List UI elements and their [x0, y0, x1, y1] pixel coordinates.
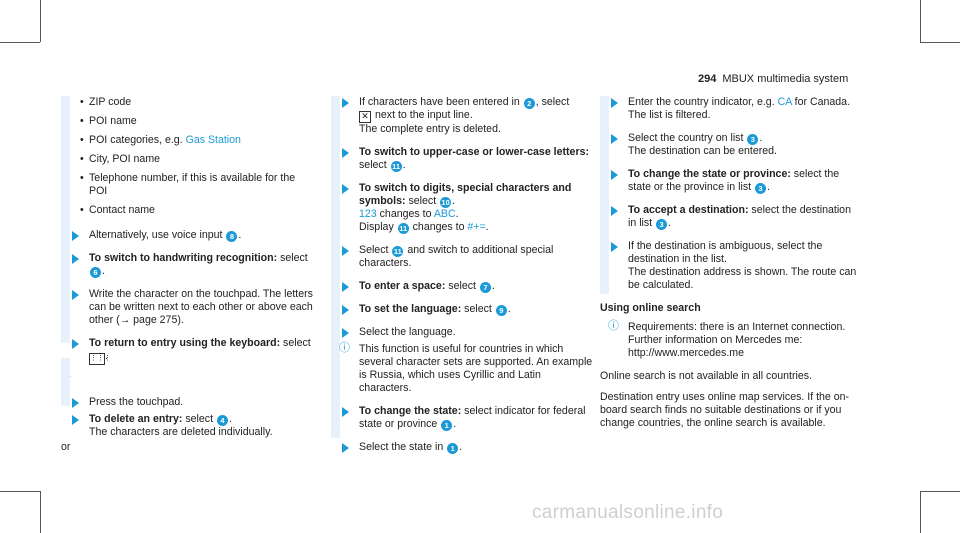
link-text: Gas Station — [185, 134, 241, 146]
callout-number: 9 — [495, 305, 507, 316]
step-arrow-icon — [342, 282, 349, 292]
instruction-step: If characters have been entered in 2, se… — [331, 96, 593, 136]
instruction-step: To accept a destination: select the dest… — [600, 204, 862, 230]
crop-mark — [0, 491, 40, 492]
step-arrow-icon — [342, 246, 349, 256]
callout-number: 1 — [447, 443, 459, 454]
watermark: carmanualsonline.info — [532, 502, 724, 523]
page-number: 294 — [698, 73, 717, 85]
step-arrow-icon — [72, 231, 79, 241]
section-heading: Using online search — [600, 302, 701, 314]
step-arrow-icon — [72, 339, 79, 349]
instruction-step: Select 11 and switch to additional speci… — [331, 244, 593, 270]
or-text: or — [61, 441, 71, 453]
callout-number: 11 — [390, 161, 402, 172]
instruction-step: Select the country on list 3.The destina… — [600, 132, 862, 158]
callout-number: 3 — [747, 134, 759, 145]
crop-mark — [920, 491, 921, 533]
step-arrow-icon — [342, 443, 349, 453]
step-arrow-icon — [342, 328, 349, 338]
callout-number: 6 — [90, 267, 101, 278]
instruction-step: To set the language: select 9. — [331, 303, 593, 316]
instruction-step: To switch to digits, special characters … — [331, 182, 593, 234]
step-arrow-icon — [611, 242, 618, 252]
callout-number: 7 — [479, 282, 491, 293]
callout-number: 2 — [523, 98, 535, 109]
crop-mark — [40, 491, 41, 533]
highlight-bar — [600, 96, 609, 294]
callout-number: 11 — [392, 246, 404, 257]
info-icon: ⓘ — [339, 342, 350, 354]
instruction-step: To change the state or province: select … — [600, 168, 862, 194]
list-item: •POI name — [80, 115, 137, 127]
step-arrow-icon — [72, 254, 79, 264]
step-arrow-icon — [342, 184, 349, 194]
step-arrow-icon — [342, 148, 349, 158]
instruction-step: Select the state in 1. — [331, 441, 593, 454]
step-arrow-icon — [342, 98, 349, 108]
page-header: 294 MBUX multimedia system — [698, 73, 848, 85]
callout-number: 4 — [216, 415, 228, 426]
callout-number: 8 — [226, 231, 238, 242]
instruction-step: To switch to handwriting recognition: se… — [61, 252, 314, 278]
instruction-step: Press the touchpad. — [61, 396, 314, 409]
instruction-step: Alternatively, use voice input 8. — [61, 229, 314, 242]
instruction-step: If the destination is ambiguous, select … — [600, 240, 862, 292]
step-arrow-icon — [72, 398, 79, 408]
or-text: or — [61, 373, 314, 386]
column-left: •ZIP code •POI name •POI categories, e.g… — [61, 96, 314, 464]
crop-mark — [920, 491, 960, 492]
step-arrow-icon — [72, 415, 79, 425]
callout-number: 3 — [755, 183, 767, 194]
delete-x-icon: ✕ — [359, 111, 371, 123]
instruction-step: To return to entry using the keyboard: s… — [61, 337, 314, 365]
crop-mark — [40, 0, 41, 42]
list-item: •ZIP code — [80, 96, 132, 108]
instruction-step: To change the state: select indicator fo… — [331, 405, 593, 431]
keyboard-grid-icon: ⋮⋮⋮ — [89, 353, 111, 365]
column-middle: If characters have been entered in 2, se… — [331, 96, 593, 464]
list-item: •POI categories, e.g. Gas Station — [80, 134, 241, 146]
instruction-step: Write the character on the touchpad. The… — [61, 288, 314, 327]
list-item: •City, POI name — [80, 153, 161, 165]
callout-number: 1 — [441, 420, 453, 431]
callout-number: 3 — [656, 219, 668, 230]
highlight-bar — [331, 96, 340, 438]
paragraph: Destination entry uses online map servic… — [600, 391, 850, 429]
instruction-step: Select the language. — [331, 326, 593, 339]
highlight-bar — [61, 96, 70, 343]
step-arrow-icon — [611, 170, 618, 180]
step-arrow-icon — [611, 206, 618, 216]
crop-mark — [920, 0, 921, 42]
highlight-bar — [61, 358, 70, 406]
step-arrow-icon — [611, 98, 618, 108]
instruction-step: To enter a space: select 7. — [331, 280, 593, 293]
callout-number: 10 — [440, 197, 452, 208]
instruction-step: To delete an entry: select 4.The charact… — [61, 413, 314, 439]
step-arrow-icon — [342, 305, 349, 315]
paragraph: Online search is not available in all co… — [600, 370, 812, 382]
callout-number: 11 — [397, 223, 409, 234]
instruction-step: To switch to upper-case or lower-case le… — [331, 146, 593, 172]
info-icon: ⓘ — [608, 320, 619, 332]
column-right: Enter the country indicator, e.g. CA for… — [600, 96, 862, 438]
crop-mark — [0, 42, 40, 43]
list-item: •Contact name — [80, 204, 155, 216]
step-arrow-icon — [342, 407, 349, 417]
step-arrow-icon — [611, 134, 618, 144]
crop-mark — [920, 42, 960, 43]
list-item: •Telephone number, if this is available … — [80, 172, 296, 197]
page-title: MBUX multimedia system — [722, 73, 849, 85]
instruction-step: Enter the country indicator, e.g. CA for… — [600, 96, 862, 122]
step-arrow-icon — [72, 290, 79, 300]
